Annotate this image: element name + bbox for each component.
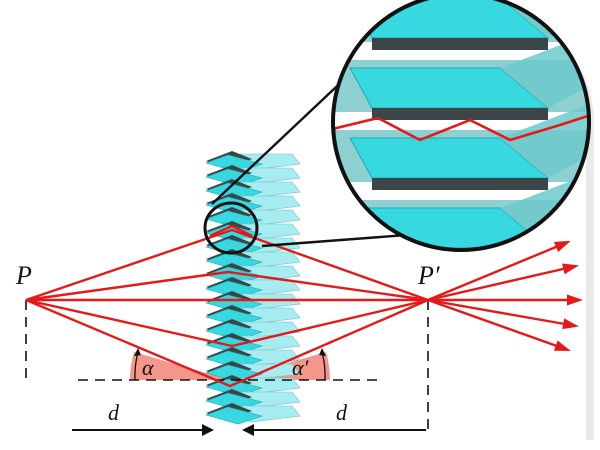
distance-arrows <box>72 424 426 436</box>
distance-left-label: d <box>108 400 120 425</box>
outgoing-ray <box>427 264 577 302</box>
ray-path <box>25 228 429 302</box>
glass-slat-stack <box>205 151 301 425</box>
magnified-inset <box>331 0 591 252</box>
angle-alpha-prime-arrowhead <box>319 348 326 356</box>
ray-path <box>25 270 429 302</box>
angle-alpha-arrowhead <box>134 348 141 356</box>
distance-left-arrowhead <box>202 424 214 436</box>
outgoing-ray-arrowhead <box>553 340 571 352</box>
magnified-ray <box>333 110 589 142</box>
magnified-slat-edge <box>372 108 548 120</box>
outgoing-ray <box>427 240 569 302</box>
outgoing-ray-arrowhead <box>562 263 579 275</box>
ray-path <box>25 298 429 348</box>
slat-face <box>205 406 264 425</box>
angle-alpha-prime-label: α′ <box>292 355 310 380</box>
outgoing-ray-arrowhead <box>553 240 571 253</box>
outgoing-ray-arrowhead <box>562 318 579 330</box>
ray-bundle <box>25 224 583 388</box>
distance-right-arrowhead <box>242 424 254 436</box>
magnifier-ring <box>331 0 591 252</box>
magnifier-connector-bottom <box>261 232 421 248</box>
angle-alpha-label: α <box>142 355 154 380</box>
magnified-slat-edge <box>372 178 548 190</box>
distance-right-label: d <box>336 400 348 425</box>
outgoing-ray <box>427 298 569 352</box>
outgoing-ray <box>427 298 577 328</box>
dashed-guides <box>25 300 429 432</box>
magnifier-small-ring <box>203 201 259 255</box>
frame-corner-shadow <box>542 40 594 440</box>
image-label: P′ <box>417 261 440 290</box>
ray-path <box>25 298 429 388</box>
outgoing-ray-arrowhead <box>567 294 583 306</box>
ray-zigzag <box>209 224 253 238</box>
magnified-slat-edge <box>372 38 548 50</box>
magnifier-connector-top <box>211 71 353 205</box>
source-label: P <box>15 261 32 290</box>
